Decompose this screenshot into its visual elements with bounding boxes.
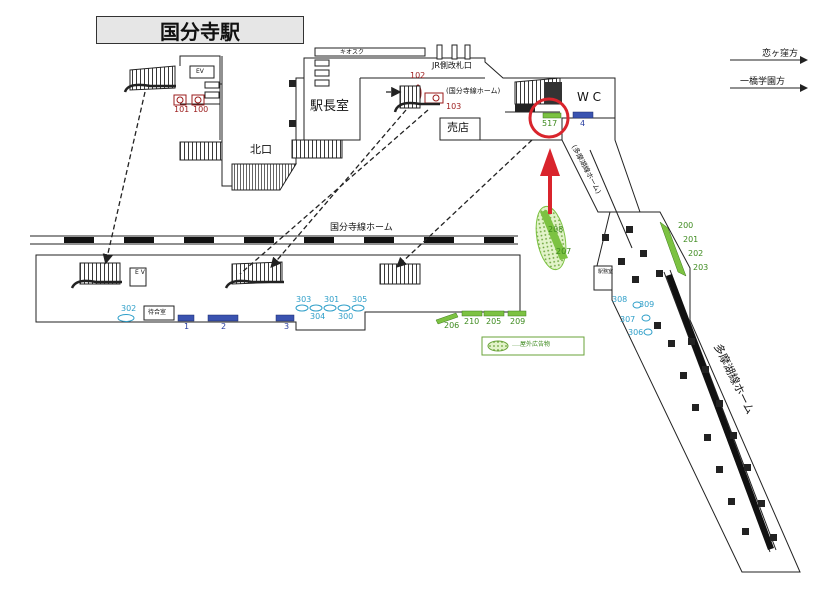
kokubunji-home-note: (国分寺線ホーム) bbox=[446, 87, 501, 95]
ad-number-102: 102 bbox=[410, 71, 426, 80]
kokubunji-track bbox=[30, 235, 518, 245]
ad-number-4: 4 bbox=[580, 119, 586, 128]
ad-number-3: 3 bbox=[284, 322, 290, 331]
cyan-frames bbox=[117, 301, 653, 336]
kokubunji-platform bbox=[35, 254, 521, 331]
shop-box bbox=[439, 117, 481, 141]
ad-number-306: 306 bbox=[628, 328, 644, 337]
waiting-room-label: 待合室 bbox=[148, 309, 167, 316]
tamako-platform bbox=[561, 118, 801, 573]
ad-number-200: 200 bbox=[678, 221, 694, 230]
escalator-upper-center bbox=[393, 85, 440, 113]
tamako-track bbox=[663, 269, 777, 553]
ev-label: EV bbox=[196, 68, 204, 75]
direction-arrows bbox=[730, 56, 808, 92]
ad-number-100: 100 bbox=[193, 105, 209, 114]
ad-number-208: 208 bbox=[548, 225, 564, 234]
stairs-north-exit bbox=[179, 139, 343, 191]
legend-label: ‥‥屋外広告物 bbox=[512, 341, 551, 348]
ev-box bbox=[189, 65, 215, 79]
ad-number-101: 101 bbox=[174, 105, 190, 114]
station-title: 国分寺駅 bbox=[96, 16, 304, 44]
shop-label: 売店 bbox=[447, 121, 469, 134]
escalator-upper-left bbox=[123, 65, 176, 93]
north-exit-label: 北口 bbox=[250, 143, 272, 156]
kiosk-label: キオスク bbox=[340, 49, 365, 56]
green-ads bbox=[435, 112, 687, 325]
station-master-room-label: 駅長室 bbox=[310, 99, 350, 114]
ad-number-203: 203 bbox=[693, 263, 709, 272]
ad-number-307: 307 bbox=[620, 315, 636, 324]
ad-number-304: 304 bbox=[310, 312, 326, 321]
wc-label: W C bbox=[577, 90, 602, 104]
koigakubo-direction: 恋ヶ窪方 bbox=[762, 49, 799, 59]
kiosk-counter bbox=[204, 47, 426, 99]
ad-number-301: 301 bbox=[324, 295, 340, 304]
ad-number-1: 1 bbox=[184, 322, 190, 331]
ticket-gates bbox=[436, 44, 471, 60]
ad-number-205: 205 bbox=[486, 317, 502, 326]
ad-number-517: 517 bbox=[542, 119, 558, 128]
jr-gate-label: JR側改札口 bbox=[432, 61, 472, 70]
tamako-inner-line bbox=[589, 149, 633, 249]
pillars-top bbox=[289, 80, 296, 127]
station-office-label: 駅務室 bbox=[598, 269, 614, 275]
dashed-connectors bbox=[102, 86, 533, 275]
escalators-platform bbox=[70, 261, 421, 289]
waiting-room bbox=[143, 305, 175, 321]
ad-number-303: 303 bbox=[296, 295, 312, 304]
ad-number-209: 209 bbox=[510, 317, 526, 326]
ad-number-2: 2 bbox=[221, 322, 227, 331]
ad-number-305: 305 bbox=[352, 295, 368, 304]
ad-number-300: 300 bbox=[338, 312, 354, 321]
hitotsubashi-direction: 一橋学園方 bbox=[740, 77, 786, 87]
kokubunji-home-label: 国分寺線ホーム bbox=[330, 223, 393, 233]
escalator-upper-right bbox=[514, 77, 562, 112]
blue-ads bbox=[177, 111, 594, 322]
tamako-pillars bbox=[602, 226, 777, 541]
ad-number-103: 103 bbox=[446, 102, 462, 111]
ad-number-308: 308 bbox=[612, 295, 628, 304]
ad-number-201: 201 bbox=[683, 235, 699, 244]
ad-number-210: 210 bbox=[464, 317, 480, 326]
ad-number-206: 206 bbox=[444, 321, 460, 330]
ad-number-309: 309 bbox=[639, 300, 655, 309]
ad-number-202: 202 bbox=[688, 249, 704, 258]
highlight-marker bbox=[528, 97, 570, 214]
ad-number-207: 207 bbox=[556, 247, 572, 256]
ev-platform-label: E V bbox=[135, 269, 145, 276]
outdoor-ad-area bbox=[535, 205, 568, 271]
ad-number-302: 302 bbox=[121, 304, 137, 313]
legend-box bbox=[481, 336, 585, 356]
